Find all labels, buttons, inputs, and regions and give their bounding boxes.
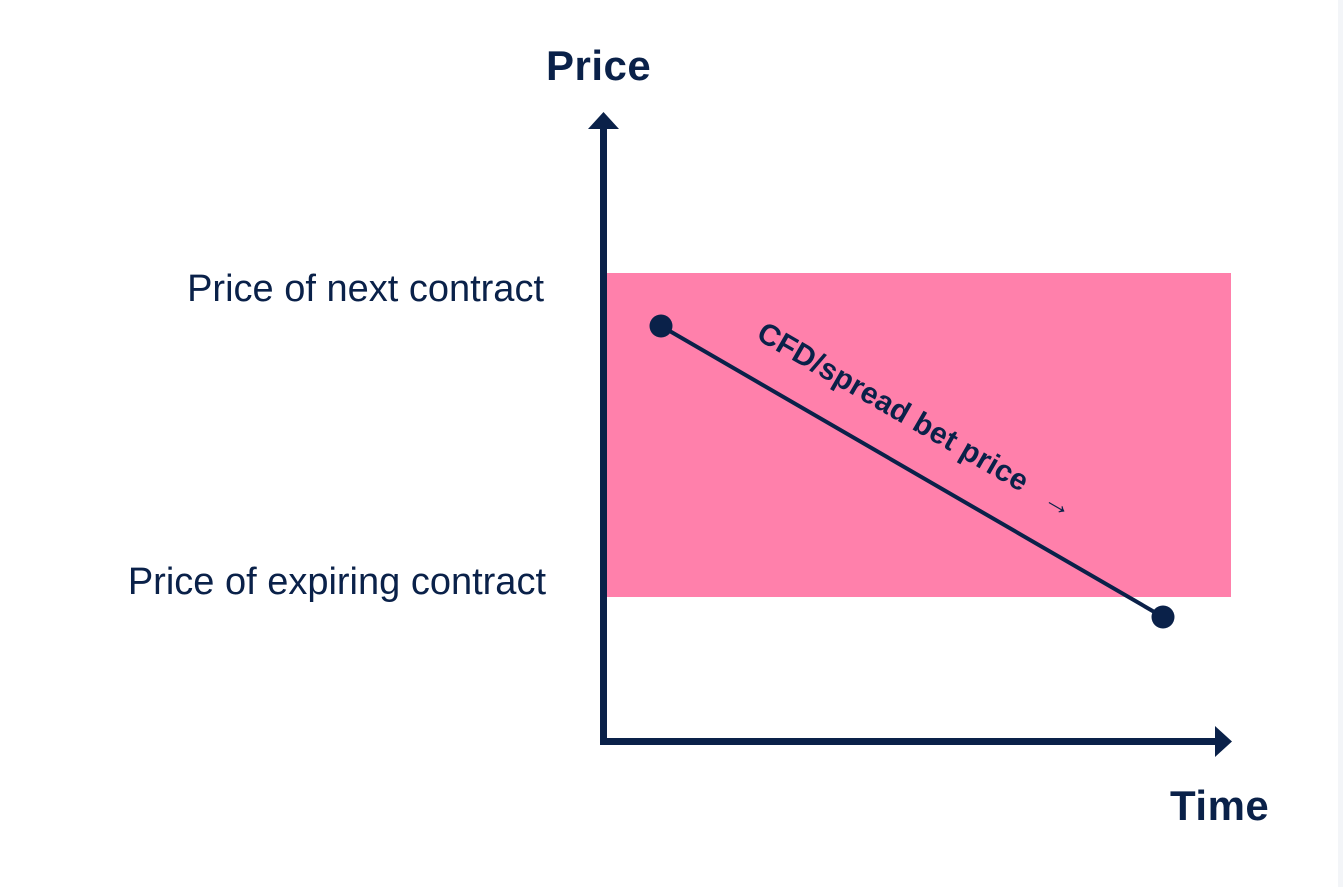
y-axis-arrow-icon — [588, 112, 619, 129]
y-axis-title: Price — [546, 42, 652, 89]
x-axis-title: Time — [1170, 782, 1270, 829]
x-axis — [600, 726, 1232, 757]
next-contract-price-label: Price of next contract — [187, 268, 544, 310]
price-line — [659, 324, 1165, 619]
end-point-marker — [1151, 605, 1175, 629]
x-axis-arrow-icon — [1215, 726, 1232, 757]
price-band — [605, 273, 1231, 597]
y-axis — [588, 112, 619, 745]
right-edge-strip — [1338, 0, 1343, 887]
expiring-contract-price-label: Price of expiring contract — [127, 561, 546, 603]
start-point-marker — [649, 314, 673, 338]
